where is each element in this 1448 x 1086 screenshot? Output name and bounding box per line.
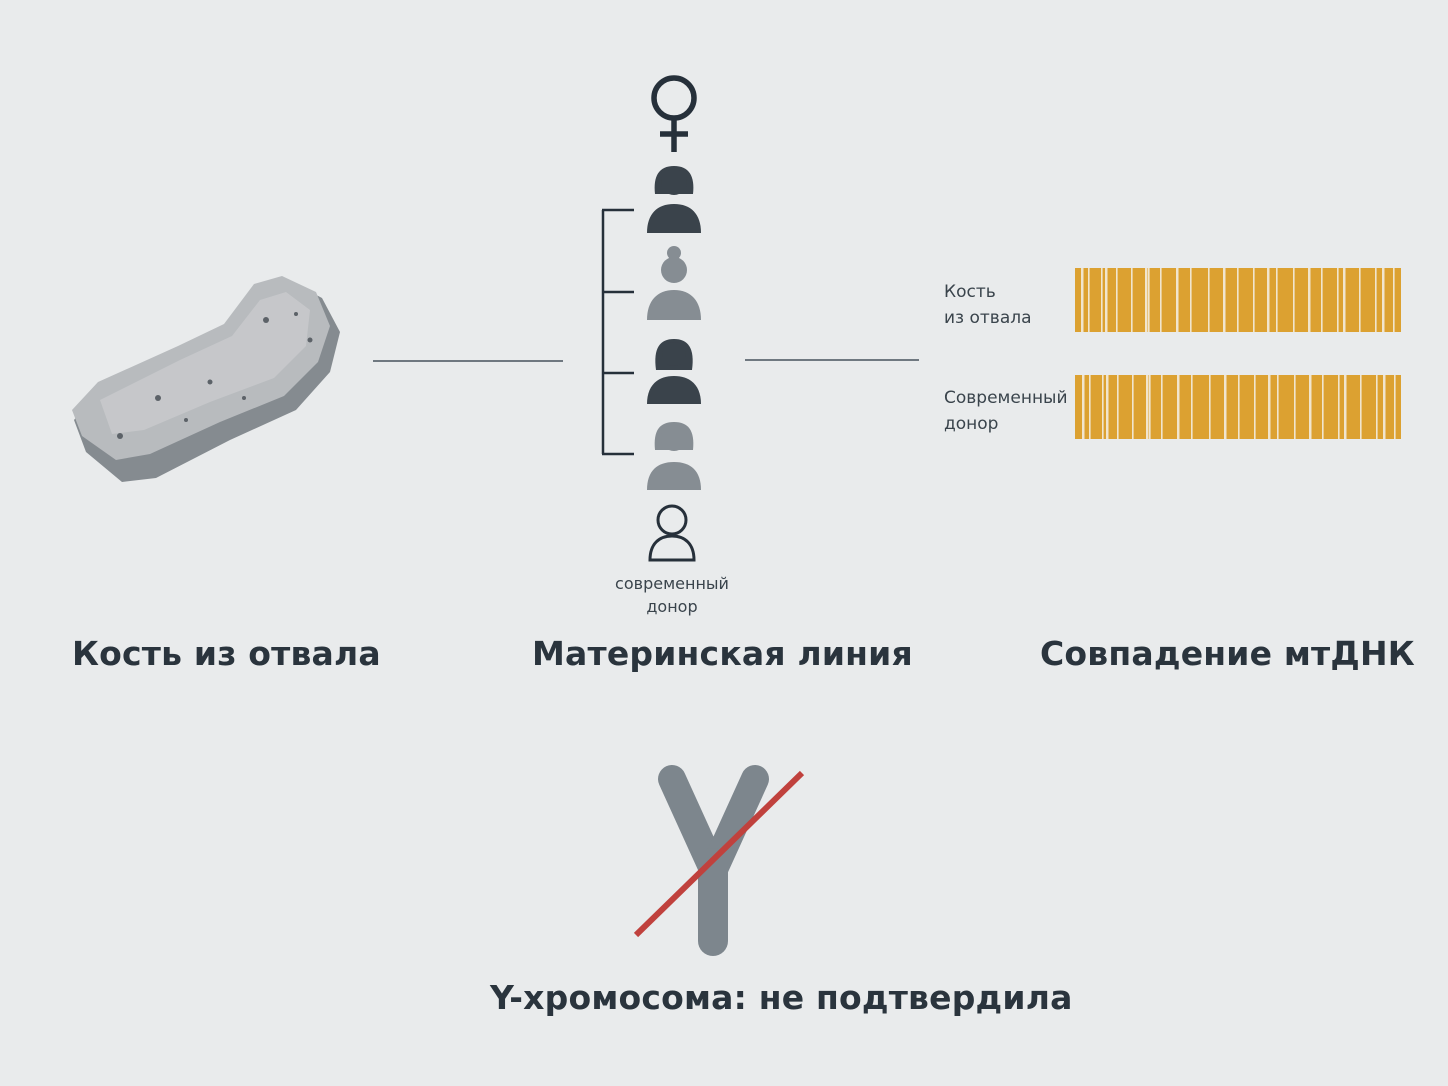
strike-line — [633, 770, 805, 938]
connector-left — [373, 360, 563, 362]
barcode-stripe — [1132, 375, 1134, 439]
lineage-caption: Материнская линия — [532, 634, 913, 673]
barcode-stripe — [1276, 268, 1278, 332]
barcode-stripe — [1101, 268, 1103, 332]
barcode-stripe — [1293, 268, 1295, 332]
barcode-stripe — [1176, 268, 1179, 332]
barcode-stripe — [1375, 268, 1377, 332]
barcode-stripe — [1191, 375, 1193, 439]
bone-caption: Кость из отвала — [72, 634, 381, 673]
woman-dark-icon — [647, 339, 701, 404]
barcode-stripe — [1160, 268, 1162, 332]
barcode-stripe — [1208, 268, 1210, 332]
barcode-stripe — [1190, 268, 1192, 332]
barcode-stripe — [1223, 268, 1226, 332]
barcode-stripe — [1309, 375, 1312, 439]
barcode-stripe — [1277, 375, 1279, 439]
female-symbol-icon — [651, 75, 697, 152]
barcode-stripe — [1089, 375, 1091, 439]
barcode-stripe — [1308, 268, 1311, 332]
barcode-stripe — [1268, 375, 1271, 439]
bone-illustration — [72, 276, 340, 482]
lineage-column — [601, 75, 701, 562]
barcode-stripe — [1082, 375, 1085, 439]
mtdna-row-label-bone: Кость из отвала — [944, 282, 1032, 328]
woman-dark-icon — [647, 166, 701, 233]
lineage-bracket — [601, 208, 634, 456]
connector-right — [745, 359, 919, 361]
barcode-stripe — [1131, 268, 1133, 332]
barcode-stripe — [1322, 375, 1324, 439]
barcode-stripe — [1148, 268, 1150, 332]
barcode-stripe — [1161, 375, 1163, 439]
barcode-stripe — [1088, 268, 1090, 332]
ychrom-caption: Y-хромосома: не подтвердила — [490, 978, 1073, 1017]
barcode-stripe — [1294, 375, 1296, 439]
barcode-stripe — [1106, 375, 1109, 439]
barcode-stripe — [1209, 375, 1211, 439]
barcode-stripe — [1237, 268, 1239, 332]
barcode-stripe — [1117, 375, 1119, 439]
barcode-stripe — [1224, 375, 1227, 439]
person-outline-icon — [648, 504, 696, 562]
barcode-stripe — [1376, 375, 1378, 439]
barcode-donor-stripes — [1082, 375, 1396, 439]
barcode-stripe — [1337, 268, 1339, 332]
barcode-stripe — [1383, 375, 1386, 439]
barcode-stripe — [1338, 375, 1340, 439]
y-chromosome-crossed — [633, 765, 805, 956]
barcode-stripe — [1394, 375, 1396, 439]
donor-label: современный донор — [615, 574, 729, 616]
barcode-stripe — [1238, 375, 1240, 439]
mtdna-row-label-donor: Современный донор — [944, 388, 1068, 434]
barcode-stripe — [1146, 375, 1149, 439]
woman-grey-icon — [647, 422, 701, 490]
barcode-stripe — [1145, 268, 1148, 332]
barcode-stripe — [1253, 268, 1255, 332]
barcode-stripe — [1116, 268, 1118, 332]
barcode-stripe — [1360, 375, 1362, 439]
barcode-stripe — [1344, 375, 1347, 439]
barcode-stripe — [1102, 375, 1104, 439]
barcode-stripe — [1267, 268, 1270, 332]
barcode-stripe — [1105, 268, 1108, 332]
barcode-stripe — [1321, 268, 1323, 332]
barcode-bone-stripes — [1081, 268, 1395, 332]
barcode-stripe — [1081, 268, 1084, 332]
barcode-stripe — [1177, 375, 1180, 439]
mtdna-barcodes — [1075, 268, 1401, 439]
bone-highlight — [100, 292, 310, 434]
barcode-stripe — [1254, 375, 1256, 439]
woman-grey-bun-icon — [647, 246, 701, 320]
barcode-stripe — [1359, 268, 1361, 332]
barcode-stripe — [1382, 268, 1385, 332]
barcode-stripe — [1393, 268, 1395, 332]
barcode-stripe — [1343, 268, 1346, 332]
bone-pores — [117, 312, 313, 439]
mtdna-caption: Совпадение мтДНК — [1040, 634, 1415, 673]
barcode-stripe — [1149, 375, 1151, 439]
